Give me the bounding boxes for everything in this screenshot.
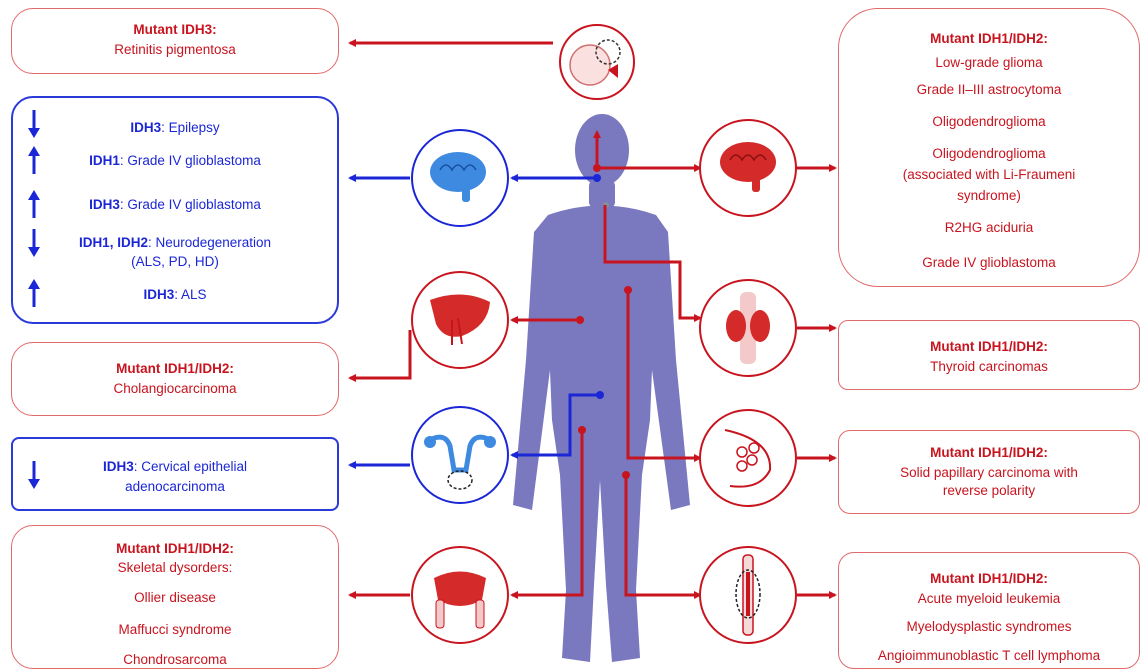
box-title: Mutant IDH1/IDH2:	[12, 541, 338, 557]
blue-brain-item-cont: (ALS, PD, HD)	[13, 254, 337, 270]
box-title: Mutant IDH1/IDH2:	[839, 445, 1139, 461]
retinitis-box: Mutant IDH3: Retinitis pigmentosa	[11, 8, 339, 74]
skeletal-box: Mutant IDH1/IDH2: Skeletal dysorders: Ol…	[11, 525, 339, 669]
liver-icon	[412, 272, 508, 368]
box-title: Mutant IDH1/IDH2:	[839, 339, 1139, 355]
box-title: Mutant IDH1/IDH2:	[839, 571, 1139, 587]
blue-brain-item: IDH1, IDH2: Neurodegeneration	[13, 235, 337, 251]
box-line: (associated with Li-Fraumeni	[839, 167, 1139, 183]
box-line: Acute myeloid leukemia	[839, 591, 1139, 607]
blue-brain-item: IDH3: Grade IV glioblastoma	[13, 197, 337, 213]
eye-icon	[560, 25, 634, 99]
blue-brain-icon	[412, 130, 508, 226]
box-line: Retinitis pigmentosa	[12, 42, 338, 58]
box-line: syndrome)	[839, 188, 1139, 204]
box-line: Thyroid carcinomas	[839, 359, 1139, 375]
box-line: reverse polarity	[839, 483, 1139, 499]
blue-brain-item: IDH3: ALS	[13, 287, 337, 303]
brain-diseases-box: Mutant IDH1/IDH2: Low-grade glioma Grade…	[838, 8, 1140, 287]
box-line: Grade IV glioblastoma	[839, 255, 1139, 271]
bone-marrow-icon	[700, 547, 796, 643]
box-line: Ollier disease	[12, 590, 338, 606]
thyroid-icon	[700, 280, 796, 376]
cervical-item: IDH3: Cervical epithelial	[13, 459, 337, 475]
red-brain-icon	[700, 120, 796, 216]
blue-brain-box: IDH3: Epilepsy IDH1: Grade IV glioblasto…	[11, 96, 339, 324]
box-line: R2HG aciduria	[839, 220, 1139, 236]
box-line: Skeletal dysorders:	[12, 560, 338, 576]
box-line: Myelodysplastic syndromes	[839, 619, 1139, 635]
breast-box: Mutant IDH1/IDH2: Solid papillary carcin…	[838, 430, 1140, 514]
breast-icon	[700, 410, 796, 506]
box-line: Cholangiocarcinoma	[12, 381, 338, 397]
box-line: Angioimmunoblastic T cell lymphoma	[839, 648, 1139, 664]
thyroid-box: Mutant IDH1/IDH2: Thyroid carcinomas	[838, 320, 1140, 390]
blue-brain-item: IDH3: Epilepsy	[13, 120, 337, 136]
blue-brain-item: IDH1: Grade IV glioblastoma	[13, 153, 337, 169]
cervical-box: IDH3: Cervical epithelial adenocarcinoma	[11, 437, 339, 511]
blood-diseases-box: Mutant IDH1/IDH2: Acute myeloid leukemia…	[838, 552, 1140, 669]
box-line: Chondrosarcoma	[12, 652, 338, 668]
box-title: Mutant IDH1/IDH2:	[839, 31, 1139, 47]
box-line: Oligodendroglioma	[839, 146, 1139, 162]
pelvis-icon	[412, 547, 508, 643]
uterus-icon	[412, 407, 508, 503]
box-title: Mutant IDH3:	[12, 22, 338, 38]
box-line: Low-grade glioma	[839, 55, 1139, 71]
cervical-item-cont: adenocarcinoma	[13, 479, 337, 495]
human-body-silhouette	[513, 114, 690, 662]
box-line: Solid papillary carcinoma with	[839, 465, 1139, 481]
box-line: Oligodendroglioma	[839, 114, 1139, 130]
box-line: Maffucci syndrome	[12, 622, 338, 638]
box-title: Mutant IDH1/IDH2:	[12, 361, 338, 377]
box-line: Grade II–III astrocytoma	[839, 82, 1139, 98]
cholangio-box: Mutant IDH1/IDH2: Cholangiocarcinoma	[11, 342, 339, 416]
